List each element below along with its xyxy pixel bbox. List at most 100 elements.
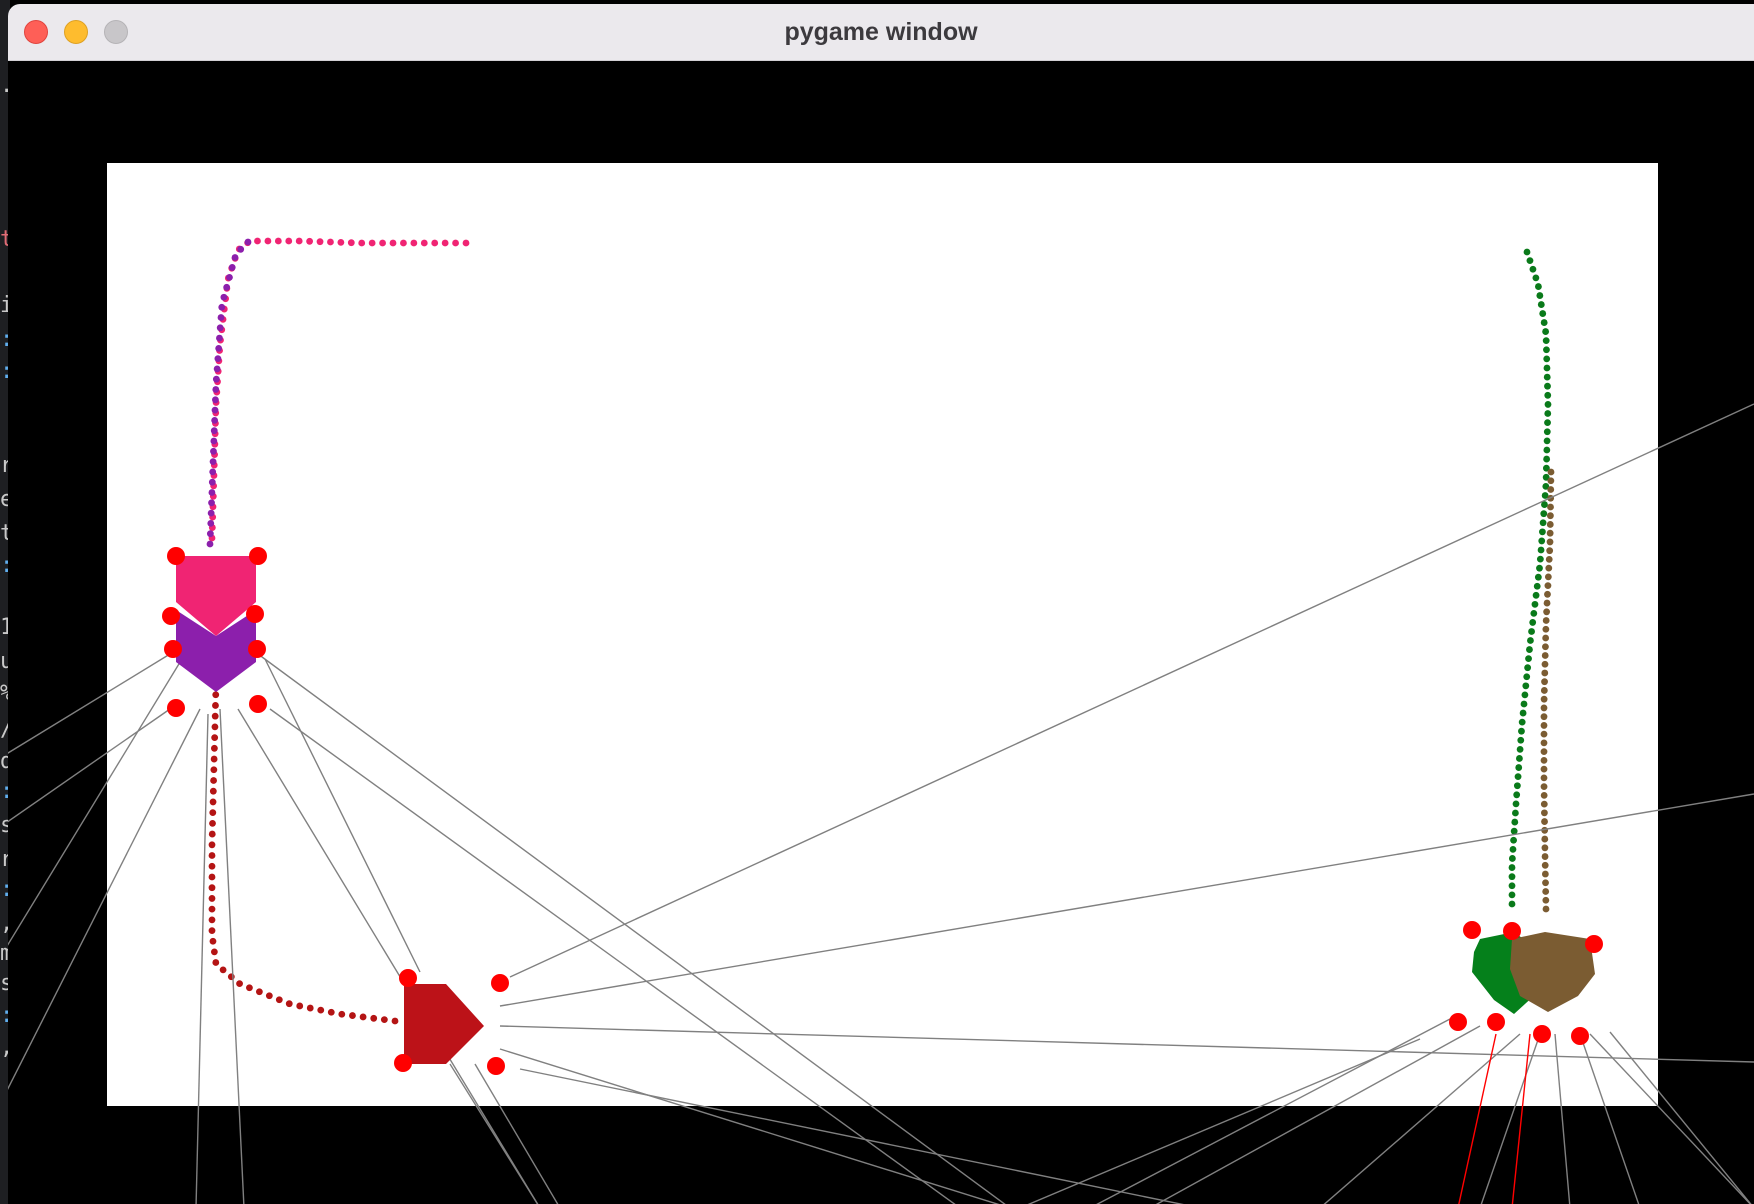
trail-red-dot xyxy=(209,819,216,827)
red-robot[interactable] xyxy=(404,984,484,1064)
trail-green-dot xyxy=(1522,682,1530,690)
zoom-button[interactable] xyxy=(104,20,128,44)
trail-green-dot xyxy=(1543,346,1550,354)
trail-red-dot xyxy=(212,959,220,966)
sensor-ray xyxy=(474,1063,559,1204)
trail-red-dot xyxy=(210,766,218,774)
sensor-ray xyxy=(509,403,1754,978)
trail-green-dot xyxy=(1520,700,1528,708)
trail-brown-dot xyxy=(1540,791,1548,799)
trail-green-dot xyxy=(1523,248,1531,256)
trail-brown-dot xyxy=(1540,704,1548,712)
sensor-dot xyxy=(1503,922,1521,940)
sensor-dot xyxy=(491,974,509,992)
trail-red-dot xyxy=(210,948,218,956)
close-button[interactable] xyxy=(24,20,48,44)
trail-brown-dot xyxy=(1542,896,1550,904)
trail-pink-dot xyxy=(347,239,355,247)
trail-brown-dot xyxy=(1541,809,1548,817)
trail-brown-dot xyxy=(1541,818,1548,825)
trail-purple-dot xyxy=(209,468,217,476)
trail-green-dot xyxy=(1518,718,1526,726)
trail-red-dot xyxy=(380,1016,388,1024)
minimize-button[interactable] xyxy=(64,20,88,44)
trail-green-dot xyxy=(1532,274,1540,282)
trail-purple-dot xyxy=(208,499,215,507)
trail-brown-dot xyxy=(1541,844,1549,852)
trail-red-dot xyxy=(210,755,218,763)
simulation-canvas[interactable] xyxy=(8,61,1754,1204)
trail-green-dot xyxy=(1542,483,1550,490)
trail-brown-dot xyxy=(1540,756,1548,764)
title-bar[interactable]: pygame window xyxy=(8,4,1754,61)
trail-green-dot xyxy=(1539,519,1547,527)
sensor-ray xyxy=(499,1048,1000,1204)
sensor-dot xyxy=(249,547,267,565)
trail-brown-dot xyxy=(1541,835,1549,843)
sensor-ray xyxy=(1579,1033,1640,1204)
trail-red-dot xyxy=(211,723,219,731)
sensor-ray xyxy=(195,713,209,1204)
sensor-ray xyxy=(1323,1033,1521,1204)
sensor-ray xyxy=(8,708,201,1090)
trail-green-dot xyxy=(1536,555,1544,563)
trail-green-dot xyxy=(1519,709,1527,717)
brown-robot[interactable] xyxy=(1510,932,1595,1012)
trail-brown-dot xyxy=(1542,888,1550,895)
trail-purple-dot xyxy=(214,355,222,363)
sensor-dot xyxy=(246,605,264,623)
trail-green-dot xyxy=(1543,373,1551,381)
trail-brown-dot xyxy=(1541,678,1548,686)
sensor-ray xyxy=(237,708,539,1204)
trail-brown-dot xyxy=(1540,730,1548,738)
trail-brown-dot xyxy=(1544,590,1551,598)
sensor-dot xyxy=(1487,1013,1505,1031)
trail-brown-dot xyxy=(1541,870,1549,878)
trail-brown-dot xyxy=(1540,774,1548,782)
trail-brown-dot xyxy=(1540,687,1548,694)
sensor-dot xyxy=(164,640,182,658)
trail-green-dot xyxy=(1531,600,1539,608)
trail-green-dot xyxy=(1543,437,1551,445)
sensor-dot xyxy=(1463,921,1481,939)
trail-red-dot xyxy=(209,809,217,817)
trail-red-dot xyxy=(208,873,216,881)
trail-brown-dot xyxy=(1545,556,1553,563)
trail-purple-dot xyxy=(226,273,233,281)
trail-green-dot xyxy=(1526,257,1534,265)
trail-pink-dot xyxy=(316,238,324,246)
trail-green-dot xyxy=(1540,510,1548,518)
sensor-dot xyxy=(1585,935,1603,953)
purple-robot[interactable] xyxy=(176,610,256,692)
trail-green-dot xyxy=(1510,827,1518,835)
trail-red-dot xyxy=(370,1014,378,1022)
trail-brown-dot xyxy=(1544,582,1552,589)
sensor-dot xyxy=(1449,1013,1467,1031)
trail-red-dot xyxy=(209,787,217,795)
trail-brown-dot xyxy=(1542,617,1550,624)
trail-green-dot xyxy=(1539,528,1546,536)
trail-red-dot xyxy=(210,777,217,784)
trail-green-dot xyxy=(1523,673,1531,681)
trail-red-dot xyxy=(338,1010,346,1018)
trails xyxy=(206,237,1555,1025)
sensor-dot xyxy=(248,640,266,658)
trail-green-dot xyxy=(1508,900,1516,908)
trail-red-dot xyxy=(211,712,219,720)
trail-brown-dot xyxy=(1543,599,1551,607)
trail-green-dot xyxy=(1508,873,1516,881)
trail-brown-dot xyxy=(1546,521,1554,528)
trail-pink-dot xyxy=(410,239,418,247)
sensor-ray xyxy=(1027,1038,1421,1204)
trail-green-dot xyxy=(1537,301,1545,308)
trail-purple-dot xyxy=(213,365,221,373)
trail-brown-dot xyxy=(1540,739,1548,747)
trail-brown-dot xyxy=(1544,573,1552,581)
sensor-dot xyxy=(1533,1025,1551,1043)
sensor-dot xyxy=(167,699,185,717)
trail-pink-dot xyxy=(358,239,366,247)
trail-red-dot xyxy=(349,1012,356,1019)
trail-purple-dot xyxy=(237,245,245,253)
pink-robot[interactable] xyxy=(176,556,256,636)
trail-red-dot xyxy=(212,691,220,699)
